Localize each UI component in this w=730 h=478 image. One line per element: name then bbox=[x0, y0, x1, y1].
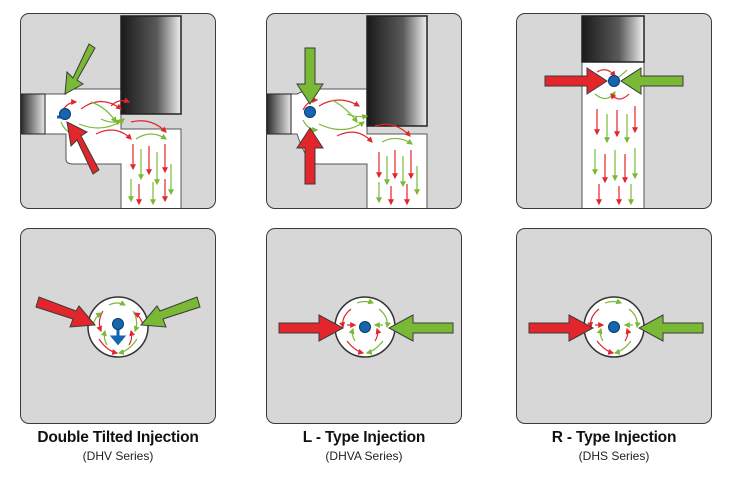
caption-dhs: R - Type Injection (DHS Series) bbox=[499, 429, 729, 463]
flow-swirl-arrows bbox=[339, 298, 391, 355]
blue-nozzle-point bbox=[359, 321, 371, 333]
red-injection-arrow bbox=[35, 296, 97, 328]
green-injection-arrow bbox=[139, 296, 201, 328]
caption-title: Double Tilted Injection bbox=[37, 429, 199, 446]
red-injection-arrow bbox=[544, 67, 608, 95]
panel-dhv-top bbox=[20, 228, 216, 424]
caption-series: (DHS Series) bbox=[578, 449, 650, 463]
green-injection-arrow bbox=[620, 67, 684, 95]
red-injection-arrow bbox=[528, 314, 595, 342]
blue-nozzle-point bbox=[304, 106, 316, 118]
blue-nozzle-point bbox=[608, 75, 620, 87]
green-injection-arrow bbox=[637, 314, 704, 342]
caption-series: (DHV Series) bbox=[82, 449, 154, 463]
green-injection-arrow bbox=[296, 47, 324, 105]
green-injection-arrow bbox=[64, 43, 96, 95]
flow-swirl-arrows bbox=[60, 97, 174, 206]
caption-title: R - Type Injection bbox=[551, 429, 677, 446]
panel-dhva-side bbox=[266, 13, 462, 209]
dark-gradient-block bbox=[267, 93, 292, 135]
panel-dhs-top bbox=[516, 228, 712, 424]
flow-swirl-arrows bbox=[592, 69, 638, 206]
panel-dhs-side bbox=[516, 13, 712, 209]
flow-swirl-arrows bbox=[587, 298, 641, 355]
blue-nozzle-point bbox=[608, 321, 620, 333]
red-injection-arrow bbox=[296, 127, 324, 185]
red-injection-arrow bbox=[278, 314, 345, 342]
flow-swirl-arrows bbox=[92, 300, 144, 355]
green-injection-arrow bbox=[387, 314, 454, 342]
caption-title: L - Type Injection bbox=[302, 429, 426, 446]
caption-dhv: Double Tilted Injection (DHV Series) bbox=[3, 429, 233, 463]
red-injection-arrow bbox=[66, 121, 100, 175]
caption-dhva: L - Type Injection (DHVA Series) bbox=[249, 429, 479, 463]
panel-dhv-side bbox=[20, 13, 216, 209]
dark-gradient-block bbox=[21, 93, 46, 135]
dark-gradient-block bbox=[581, 15, 645, 63]
blue-nozzle-point bbox=[112, 318, 124, 330]
dark-gradient-block bbox=[120, 15, 182, 115]
flow-swirl-arrows bbox=[302, 97, 420, 206]
blue-nozzle-point bbox=[59, 108, 71, 120]
dark-gradient-block bbox=[366, 15, 428, 127]
panel-dhva-top bbox=[266, 228, 462, 424]
caption-series: (DHVA Series) bbox=[325, 449, 403, 463]
